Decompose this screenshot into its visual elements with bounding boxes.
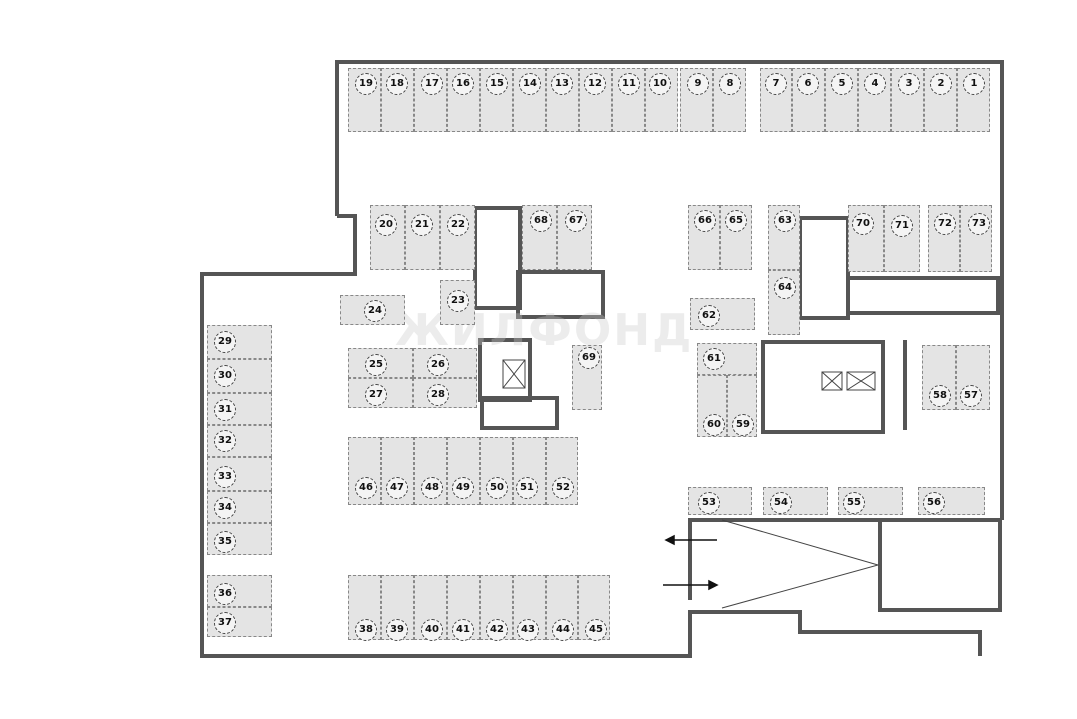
spot-number-label: 31 — [214, 399, 236, 421]
spot-number-label: 72 — [934, 213, 956, 235]
spot-number-label: 36 — [214, 583, 236, 605]
spot-number-label: 45 — [585, 619, 607, 641]
ramp-box — [688, 518, 1002, 612]
spot-number-label: 61 — [703, 348, 725, 370]
spot-number-label: 60 — [703, 414, 725, 436]
spot-number-label: 58 — [929, 385, 951, 407]
spot-number-label: 2 — [930, 73, 952, 95]
spot-number-label: 53 — [698, 492, 720, 514]
parking-spot-34[interactable] — [207, 491, 272, 523]
spot-number-label: 69 — [578, 347, 600, 369]
spot-number-label: 30 — [214, 365, 236, 387]
spot-number-label: 43 — [517, 619, 539, 641]
stair-core — [473, 206, 522, 310]
parking-spot-48[interactable] — [414, 437, 447, 505]
outer-wall-left — [200, 214, 982, 658]
spot-number-label: 70 — [852, 213, 874, 235]
spot-number-label: 49 — [452, 477, 474, 499]
spot-number-label: 38 — [355, 619, 377, 641]
spot-number-label: 73 — [968, 213, 990, 235]
spot-number-label: 54 — [770, 492, 792, 514]
spot-number-label: 17 — [421, 73, 443, 95]
spot-number-label: 57 — [960, 385, 982, 407]
elevator-core — [761, 340, 885, 434]
spot-number-label: 4 — [864, 73, 886, 95]
spot-number-label: 62 — [698, 305, 720, 327]
spot-number-label: 39 — [386, 619, 408, 641]
spot-number-label: 24 — [364, 300, 386, 322]
spot-number-label: 10 — [649, 73, 671, 95]
spot-number-label: 8 — [719, 73, 741, 95]
spot-number-label: 15 — [486, 73, 508, 95]
spot-number-label: 51 — [516, 477, 538, 499]
spot-number-label: 56 — [923, 492, 945, 514]
spot-number-label: 55 — [843, 492, 865, 514]
parking-spot-35[interactable] — [207, 523, 272, 555]
spot-number-label: 3 — [898, 73, 920, 95]
spot-number-label: 28 — [427, 384, 449, 406]
spot-number-label: 12 — [584, 73, 606, 95]
spot-number-label: 9 — [687, 73, 709, 95]
spot-number-label: 41 — [452, 619, 474, 641]
spot-number-label: 35 — [214, 531, 236, 553]
spot-number-label: 42 — [486, 619, 508, 641]
spot-number-label: 48 — [421, 477, 443, 499]
spot-number-label: 37 — [214, 612, 236, 634]
spot-number-label: 44 — [552, 619, 574, 641]
spot-number-label: 11 — [618, 73, 640, 95]
ramp — [721, 519, 880, 609]
outer-wall — [335, 60, 1004, 520]
spot-number-label: 59 — [732, 414, 754, 436]
spot-number-label: 21 — [411, 214, 433, 236]
spot-number-label: 50 — [486, 477, 508, 499]
elevator-icon — [502, 359, 526, 389]
spot-number-label: 52 — [552, 477, 574, 499]
spot-number-label: 26 — [427, 354, 449, 376]
spot-number-label: 18 — [386, 73, 408, 95]
spot-number-label: 22 — [447, 214, 469, 236]
spot-number-label: 71 — [891, 215, 913, 237]
spot-number-label: 7 — [765, 73, 787, 95]
spot-number-label: 14 — [519, 73, 541, 95]
spot-number-label: 25 — [365, 354, 387, 376]
spot-number-label: 1 — [963, 73, 985, 95]
spot-number-label: 47 — [386, 477, 408, 499]
spot-number-label: 16 — [452, 73, 474, 95]
spot-number-label: 40 — [421, 619, 443, 641]
spot-number-label: 63 — [774, 210, 796, 232]
spot-number-label: 27 — [365, 384, 387, 406]
spot-number-label: 6 — [797, 73, 819, 95]
spot-number-label: 19 — [355, 73, 377, 95]
spot-number-label: 32 — [214, 430, 236, 452]
spot-number-label: 13 — [551, 73, 573, 95]
spot-number-label: 66 — [694, 210, 716, 232]
spot-number-label: 67 — [565, 210, 587, 232]
spot-number-label: 20 — [375, 214, 397, 236]
spot-number-label: 65 — [725, 210, 747, 232]
spot-number-label: 34 — [214, 497, 236, 519]
spot-number-label: 5 — [831, 73, 853, 95]
spot-number-label: 33 — [214, 466, 236, 488]
spot-number-label: 29 — [214, 331, 236, 353]
spot-number-label: 64 — [774, 277, 796, 299]
spot-number-label: 68 — [530, 210, 552, 232]
spot-number-label: 23 — [447, 290, 469, 312]
spot-number-label: 46 — [355, 477, 377, 499]
